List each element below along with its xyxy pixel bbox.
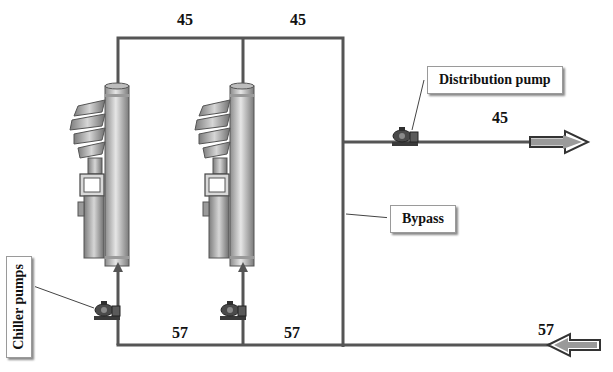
return-pipe [117,344,551,347]
temperature-label: 45 [290,11,306,29]
temperature-label: 57 [172,324,188,342]
distribution-pump [392,127,418,146]
leader-line [412,80,424,130]
callout-text: Bypass [402,211,444,227]
leader-line [346,214,387,218]
chiller-pump [220,301,246,320]
temperature-label: 45 [492,109,508,127]
temperature-label: 57 [284,324,300,342]
leader-lines [35,80,424,308]
callout-box: Distribution pump [427,66,563,94]
pipes [117,38,551,347]
chiller [70,83,129,266]
distribution-pipe [343,141,532,144]
flow-arrowhead [238,262,248,272]
return-arrow [548,334,600,356]
return-arrow-fill [554,338,597,352]
chiller-pump [94,301,120,320]
flow-arrowhead [113,262,123,272]
chiller [195,83,254,266]
temperature-label: 45 [177,11,193,29]
temperature-label: 57 [538,321,554,339]
callout-box: Bypass [390,205,456,233]
leader-line [35,287,94,308]
supply-arrow [530,131,588,153]
callout-text: Chiller pumps [11,264,27,350]
callout-text: Distribution pump [439,72,551,88]
supply-header [118,38,343,347]
supply-arrow-fill [531,135,582,149]
callout-box: Chiller pumps [6,256,32,358]
